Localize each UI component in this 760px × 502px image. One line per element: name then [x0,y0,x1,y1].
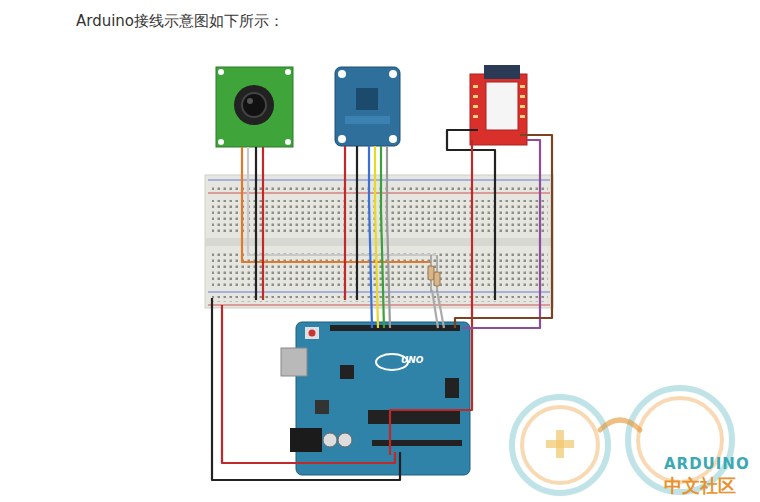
breadboard [205,175,553,308]
camera-module [216,67,293,147]
bluetooth-module [470,65,527,145]
watermark-text: ARDUINO [664,455,750,473]
arduino-board [281,322,470,475]
watermark-text: 中文社区 [664,474,736,498]
wires [212,130,552,480]
resistor-symbol [428,255,440,292]
page-heading: Arduino接线示意图如下所示： [76,12,284,31]
board-label: UNO [401,355,424,365]
sensor-module [335,67,400,146]
